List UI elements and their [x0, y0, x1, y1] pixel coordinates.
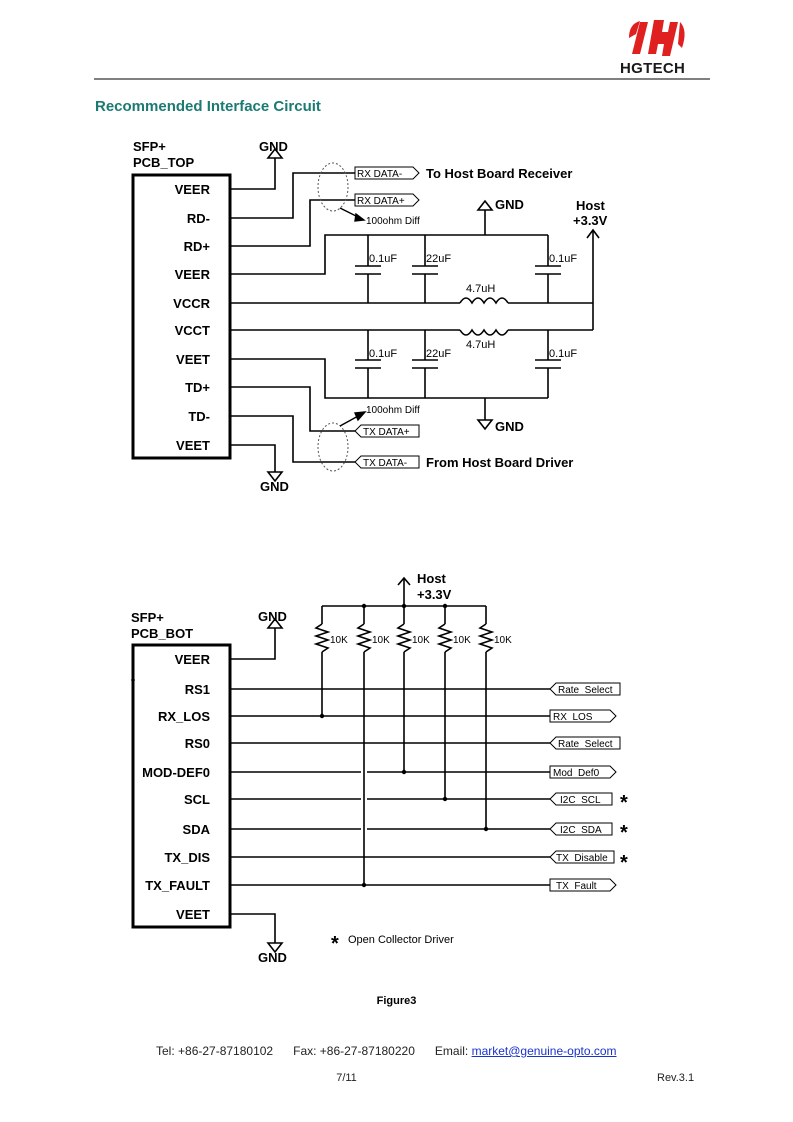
open-collector-star-icon: * — [620, 792, 628, 814]
cap-label: 22uF — [426, 348, 451, 360]
gnd-label: GND — [260, 479, 289, 494]
revision: Rev.3.1 — [657, 1072, 695, 1084]
cap-label: 0.1uF — [549, 348, 577, 360]
pin-label: RD- — [187, 211, 210, 226]
resistor-label: 10K — [494, 635, 512, 646]
gnd-symbol — [266, 942, 284, 954]
resistor-label: 10K — [453, 635, 471, 646]
module-label: PCB_TOP — [133, 155, 194, 170]
legend-text: Open Collector Driver — [348, 934, 454, 946]
signal-tag: TX DATA+ — [363, 427, 410, 438]
cap-label: 0.1uF — [549, 253, 577, 265]
resistor-label: 10K — [412, 635, 430, 646]
signal-tag: TX Fault — [556, 881, 597, 892]
cap-label: 0.1uF — [369, 253, 397, 265]
footer-tel: Tel: +86-27-87180102 — [156, 1044, 274, 1058]
gnd-label: GND — [258, 950, 287, 965]
legend-star-icon: * — [331, 933, 339, 955]
pin-label: VEET — [176, 352, 210, 367]
host-label: +3.3V — [573, 213, 608, 228]
impedance-label: 100ohm Diff — [366, 405, 420, 416]
gnd-symbol — [266, 471, 284, 483]
footer-contact: Tel: +86-27-87180102 Fax: +86-27-8718022… — [156, 1044, 617, 1058]
pin-label: VEER — [175, 652, 211, 667]
tx-description: From Host Board Driver — [426, 455, 573, 470]
gnd-symbol — [266, 617, 284, 629]
inductor-label: 4.7uH — [466, 339, 495, 351]
footer-email-label: Email: — [434, 1044, 472, 1058]
pin-label: VCCR — [173, 296, 210, 311]
gnd-label: GND — [495, 197, 524, 212]
company-logo — [626, 18, 688, 58]
gnd-symbol — [476, 199, 494, 211]
pin-label: VEET — [176, 907, 210, 922]
cap-label: 0.1uF — [369, 348, 397, 360]
resistor-label: 10K — [372, 635, 390, 646]
gnd-label: GND — [258, 609, 287, 624]
signal-tag: RX DATA+ — [357, 196, 405, 207]
module-label: SFP+ — [133, 139, 166, 154]
host-label: Host — [417, 571, 447, 586]
module-label: SFP+ — [131, 610, 164, 625]
host-label: Host — [576, 198, 606, 213]
gnd-label: GND — [495, 419, 524, 434]
pin-label: RS0 — [185, 736, 210, 751]
pin-label: SDA — [183, 822, 211, 837]
pin-label: RD+ — [184, 239, 211, 254]
resistor-label: 10K — [330, 635, 348, 646]
figure-caption: Figure3 — [376, 995, 417, 1007]
inductor-label: 4.7uH — [466, 283, 495, 295]
open-collector-star-icon: * — [620, 822, 628, 844]
logo-text: HGTECH — [620, 60, 686, 77]
rx-description: To Host Board Receiver — [426, 166, 572, 181]
page-number: 7/11 — [336, 1072, 357, 1084]
signal-tag: I2C SDA — [560, 825, 602, 836]
impedance-label: 100ohm Diff — [366, 216, 420, 227]
pin-label: TX_FAULT — [145, 878, 210, 893]
top-interface-circuit: SFP+ PCB_TOP VEER RD- RD+ VEER VCCR VCCT… — [131, 139, 608, 494]
pin-label: TD+ — [185, 380, 210, 395]
pin-label: VEET — [176, 438, 210, 453]
signal-tag: Rate Select — [558, 685, 613, 696]
signal-tag: RX LOS — [553, 712, 593, 723]
signal-tag: Rate Select — [558, 739, 613, 750]
pin-label: TD- — [188, 409, 210, 424]
signal-tag: Mod Def0 — [553, 768, 600, 779]
pin-label: VEER — [175, 267, 211, 282]
gnd-symbol — [476, 419, 494, 431]
module-box-bottom — [131, 643, 232, 929]
pin-label: SCL — [184, 792, 210, 807]
footer-email-link[interactable]: market@genuine-opto.com — [471, 1044, 617, 1058]
section-title: Recommended Interface Circuit — [95, 98, 321, 115]
signal-tag: TX Disable — [556, 853, 608, 864]
logo-mark-icon — [629, 20, 685, 56]
bottom-interface-circuit: SFP+ PCB_BOT VEER RS1 RX_LOS RS0 MOD-DEF… — [131, 571, 628, 965]
open-collector-star-icon: * — [620, 852, 628, 874]
gnd-label: GND — [259, 139, 288, 154]
signal-tag: TX DATA- — [363, 458, 407, 469]
pin-label: RS1 — [185, 682, 210, 697]
pin-label: TX_DIS — [164, 850, 210, 865]
header-divider — [94, 78, 710, 80]
pin-label: RX_LOS — [158, 709, 210, 724]
module-box-top — [131, 173, 232, 460]
pin-label: MOD-DEF0 — [142, 765, 210, 780]
resistor-column — [313, 606, 331, 716]
pin-label: VCCT — [175, 323, 210, 338]
signal-tag: RX DATA- — [357, 169, 402, 180]
footer-fax: Fax: +86-27-87180220 — [293, 1044, 415, 1058]
module-label: PCB_BOT — [131, 626, 193, 641]
pin-label: VEER — [175, 182, 211, 197]
gnd-symbol — [266, 147, 284, 159]
host-label: +3.3V — [417, 587, 452, 602]
signal-tag: I2C SCL — [560, 795, 601, 806]
cap-label: 22uF — [426, 253, 451, 265]
